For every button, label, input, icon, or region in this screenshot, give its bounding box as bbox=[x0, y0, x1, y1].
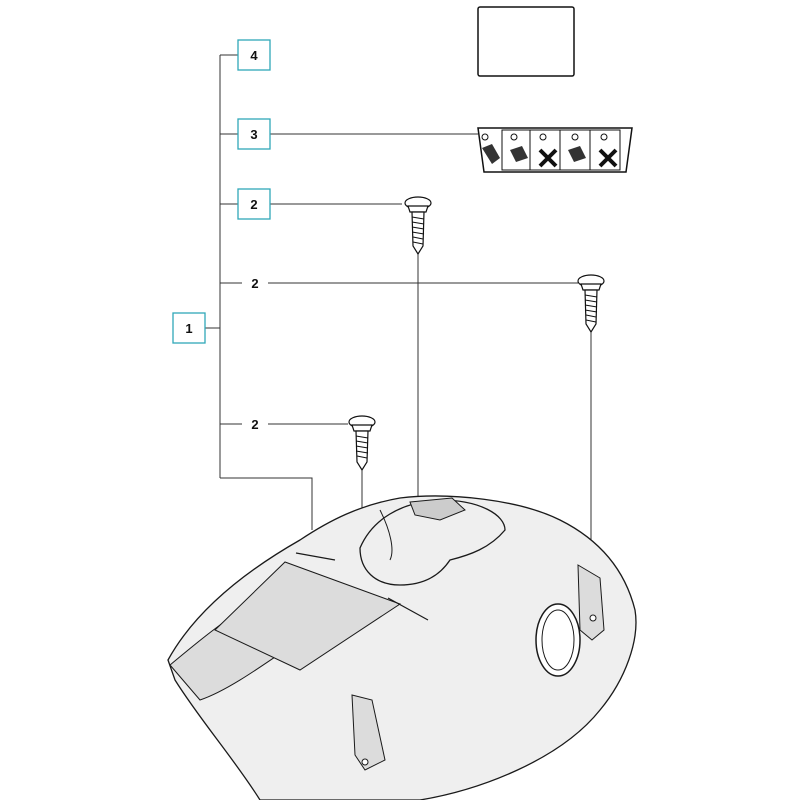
callout-4: 4 bbox=[237, 39, 271, 71]
callout-4-label: 4 bbox=[250, 48, 258, 63]
screw-lower bbox=[348, 415, 376, 472]
callout-2c-label: 2 bbox=[251, 417, 258, 432]
screw-upper bbox=[404, 196, 432, 256]
callout-2a-label: 2 bbox=[250, 197, 257, 212]
callout-2a: 2 bbox=[237, 188, 271, 220]
callout-3-label: 3 bbox=[250, 127, 257, 142]
callout-1-label: 1 bbox=[185, 321, 192, 336]
callout-2b-label: 2 bbox=[251, 276, 258, 291]
screw-right bbox=[577, 274, 605, 334]
callout-3: 3 bbox=[237, 118, 271, 150]
callout-1: 1 bbox=[172, 312, 206, 344]
choke-decal-part bbox=[477, 127, 633, 173]
blank-label-part bbox=[477, 6, 575, 77]
top-cover-part bbox=[167, 495, 637, 800]
